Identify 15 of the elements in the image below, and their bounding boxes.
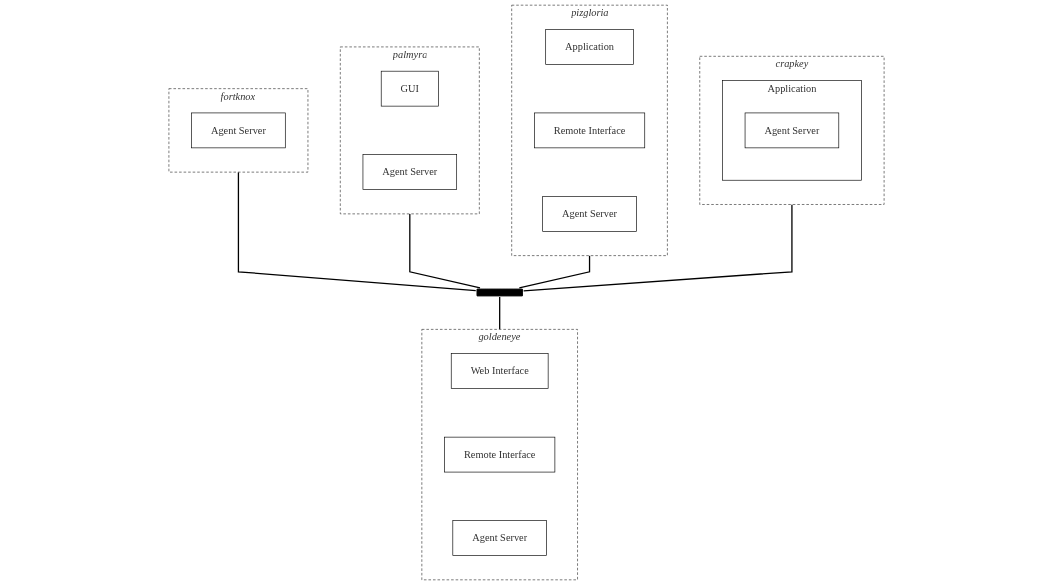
node-box: Agent Server [542, 196, 637, 232]
node-box: Remote Interface [534, 112, 646, 149]
node-box: Agent Server [452, 520, 547, 556]
connector-line [523, 203, 793, 292]
node-box: Agent Server [744, 112, 840, 149]
node-box: Remote Interface [444, 436, 556, 473]
node-box: Web Interface [450, 353, 549, 389]
connector-line [518, 254, 591, 289]
connector-line [499, 296, 501, 331]
node-box: Agent Server [362, 154, 457, 190]
connector-line [237, 171, 477, 292]
node-box: Agent Server [191, 112, 286, 149]
node-box: GUI [380, 70, 439, 107]
connector-line [409, 213, 481, 289]
node-box: Application [545, 29, 634, 65]
